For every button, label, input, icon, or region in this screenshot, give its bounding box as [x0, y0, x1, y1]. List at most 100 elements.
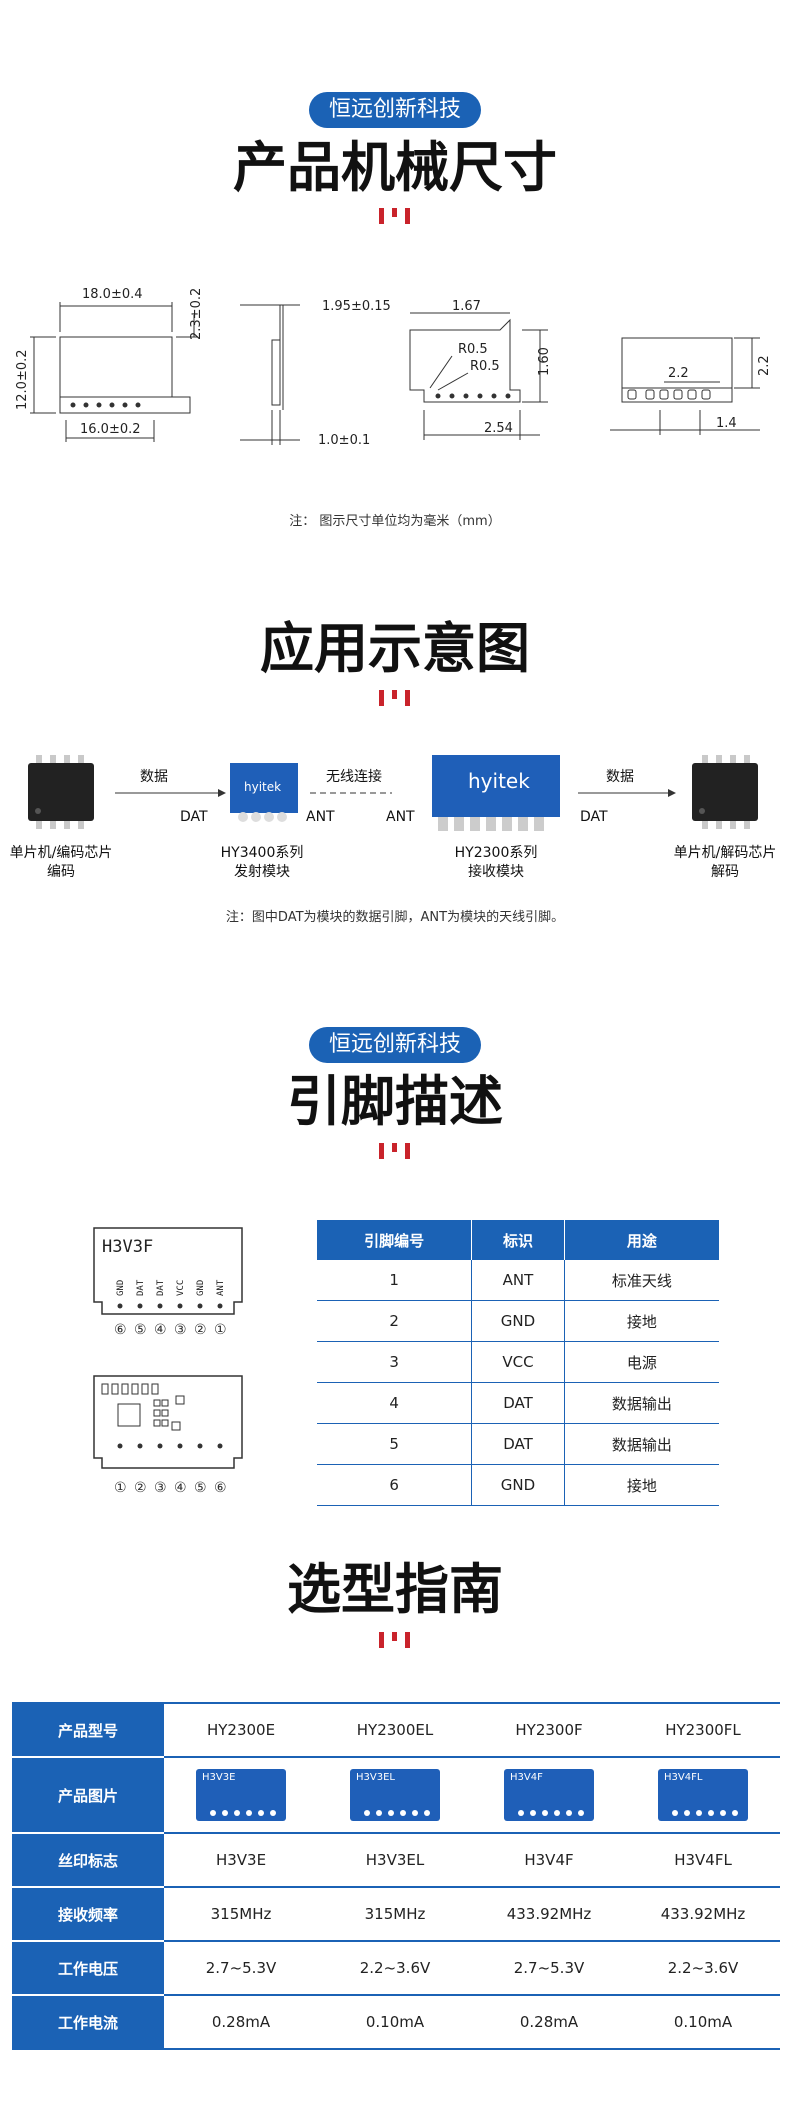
pin-number-label: ④: [154, 1322, 167, 1338]
table-cell: 电源: [564, 1341, 719, 1383]
pin-number-label: ①: [214, 1322, 227, 1338]
brand-badge: 恒远创新科技: [308, 92, 482, 128]
table-cell: H3V4F: [472, 1832, 626, 1887]
dim-slot: 1.60: [537, 347, 552, 376]
pin-number-label: ①: [114, 1480, 127, 1496]
pin-name-label: DAT: [136, 1279, 146, 1296]
table-cell: 接地: [564, 1300, 719, 1342]
pin-pad: [518, 1810, 524, 1816]
product-image-label: H3V3E: [202, 1772, 236, 1783]
pin-name-label: DAT: [156, 1279, 166, 1296]
section-title-pins: 引脚描述: [287, 1070, 503, 1133]
pin-pad: [210, 1810, 216, 1816]
pin-number-label: ④: [174, 1480, 187, 1496]
tx-module-label: HY3400系列发射模块: [220, 845, 304, 880]
table-cell: 标准天线: [564, 1260, 719, 1301]
dim-offset: 1.67: [452, 299, 481, 314]
dim-radius-2: R0.5: [470, 359, 500, 374]
flow-ant-tx: ANT: [306, 809, 335, 825]
app-note: 注：图中DAT为模块的数据引脚，ANT为模块的天线引脚。: [225, 910, 565, 925]
pin-pad: [530, 1810, 536, 1816]
table-cell: 2.2~3.6V: [626, 1940, 780, 1995]
table-cell: 6: [317, 1464, 473, 1506]
pin-pad: [566, 1810, 572, 1816]
pin-pad: [400, 1810, 406, 1816]
table-cell: 3: [317, 1341, 473, 1383]
table-cell: 433.92MHz: [472, 1886, 626, 1941]
dim-thickness: 1.95±0.15: [322, 299, 391, 314]
table-cell: 0.28mA: [164, 1994, 318, 2050]
pin-pad: [376, 1810, 382, 1816]
pin-pad: [388, 1810, 394, 1816]
table-cell: 0.28mA: [472, 1994, 626, 2050]
pin-pad: [424, 1810, 430, 1816]
pin-pad: [732, 1810, 738, 1816]
table-cell: HY2300EL: [318, 1702, 472, 1757]
mcu-encoder-label: 单片机/编码芯片编码: [9, 845, 113, 880]
title-decoration: [379, 1632, 411, 1648]
mcu-decoder-chip: [692, 755, 758, 829]
pin-pad: [234, 1810, 240, 1816]
pin-name-label: GND: [196, 1280, 206, 1296]
module-label: H3V3F: [102, 1237, 153, 1257]
table-cell: 2.7~5.3V: [472, 1940, 626, 1995]
table-cell: 接地: [564, 1464, 719, 1506]
product-image-label: H3V3EL: [356, 1772, 395, 1783]
table-cell: 0.10mA: [318, 1994, 472, 2050]
rx-logo: hyitek: [468, 769, 530, 793]
pin-number-label: ③: [154, 1480, 167, 1496]
mcu-encoder-chip: [28, 755, 94, 829]
table-cell: ANT: [471, 1260, 565, 1301]
pin-name-label: VCC: [176, 1280, 186, 1296]
mechanical-drawing: 18.0±0.4 2.3±0.2 12.0±0.2 16.0±0.2 1.95±…: [15, 287, 772, 448]
table-cell: H3V3EL: [318, 1756, 472, 1833]
table-cell: GND: [471, 1300, 565, 1342]
table-cell: 0.10mA: [626, 1994, 780, 2050]
table-cell: H3V3EL: [318, 1832, 472, 1887]
rx-module: [432, 755, 560, 831]
pin-pad: [222, 1810, 228, 1816]
section-title-select: 选型指南: [287, 1558, 503, 1621]
table-cell: DAT: [471, 1423, 565, 1465]
product-image-label: H3V4F: [510, 1772, 543, 1783]
mech-note: 注： 图示尺寸单位均为毫米（mm）: [289, 514, 501, 529]
pin-number-label: ⑥: [114, 1322, 127, 1338]
table-cell: 2.7~5.3V: [164, 1940, 318, 1995]
table-cell: 1: [317, 1260, 473, 1301]
table-cell: 5: [317, 1423, 473, 1465]
pin-pad: [412, 1810, 418, 1816]
pin-number-label: ②: [194, 1322, 207, 1338]
table-cell: H3V3E: [164, 1756, 318, 1833]
dim-radius-1: R0.5: [458, 342, 488, 357]
dim-pin-thickness: 1.0±0.1: [318, 433, 370, 448]
row-header: 产品图片: [12, 1756, 164, 1833]
table-cell: GND: [471, 1464, 565, 1506]
table-cell: H3V4F: [472, 1756, 626, 1833]
pin-name-label: ANT: [216, 1279, 226, 1296]
pin-table-header: 标识: [471, 1220, 565, 1260]
product-image: H3V4F: [504, 1769, 594, 1821]
product-image-label: H3V4FL: [664, 1772, 703, 1783]
pin-pad: [720, 1810, 726, 1816]
row-header: 接收频率: [12, 1886, 164, 1941]
product-image: H3V3E: [196, 1769, 286, 1821]
table-cell: HY2300E: [164, 1702, 318, 1757]
dim-pitch: 2.54: [484, 421, 513, 436]
pin-pad: [246, 1810, 252, 1816]
row-header: 工作电流: [12, 1994, 164, 2050]
row-header: 产品型号: [12, 1702, 164, 1757]
table-cell: HY2300F: [472, 1702, 626, 1757]
dim-pad: 2.2: [668, 366, 689, 381]
dim-pin-span: 16.0±0.2: [80, 422, 141, 437]
pin-pad: [270, 1810, 276, 1816]
